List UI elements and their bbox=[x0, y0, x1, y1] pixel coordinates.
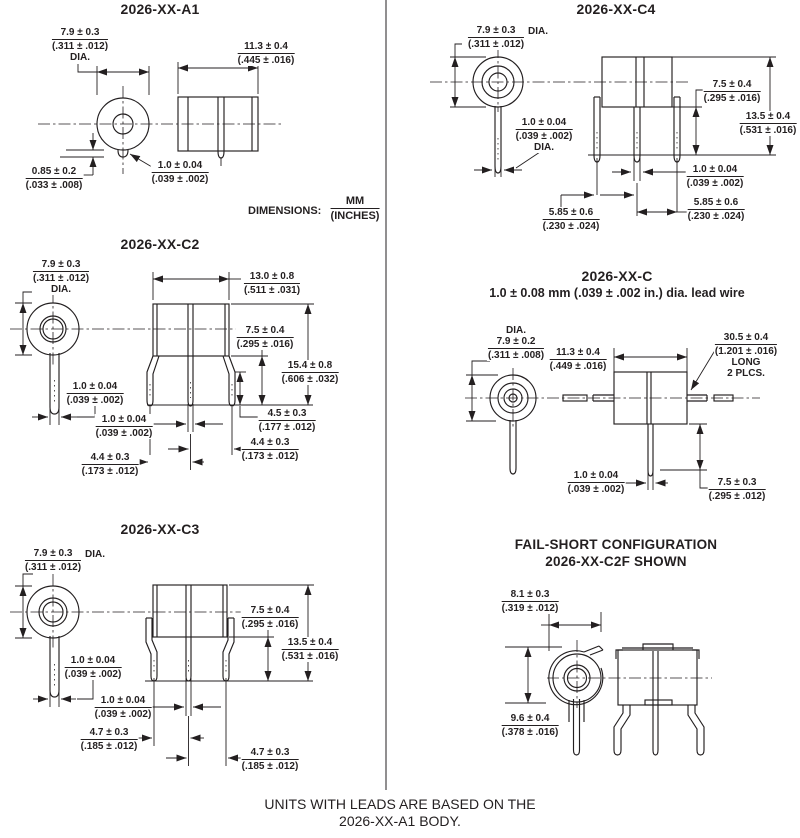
title-c3: 2026-XX-C3 bbox=[120, 521, 200, 537]
dim-a1-body-len: 11.3 ± 0.4 (.445 ± .016) bbox=[236, 41, 296, 66]
panel-c4-drawing bbox=[430, 43, 776, 216]
dim-c-lead-dia: 1.0 ± 0.04 (.039 ± .002) bbox=[566, 470, 626, 495]
dim-c4-center-lead-dia: 1.0 ± 0.04 (.039 ± .002) bbox=[685, 164, 745, 189]
dim-c3-body-dia: 7.9 ± 0.3 (.311 ± .012) DIA. bbox=[23, 548, 106, 573]
dimensions-units: MM (INCHES) bbox=[329, 195, 381, 222]
footer-note-line2: 2026-XX-A1 BODY. bbox=[339, 813, 461, 829]
dim-c2-overall-height: 15.4 ± 0.8 (.606 ± .032) bbox=[280, 360, 340, 385]
footer-note-line1: UNITS WITH LEADS ARE BASED ON THE bbox=[264, 796, 536, 812]
dim-c2-lead-spacing-left: 4.4 ± 0.3 (.173 ± .012) bbox=[80, 452, 140, 477]
panel-c3-drawing bbox=[10, 573, 314, 766]
subtitle-c: 1.0 ± 0.08 mm (.039 ± .002 in.) dia. lea… bbox=[489, 286, 745, 300]
dimensions-label: DIMENSIONS: bbox=[248, 205, 322, 217]
dim-c4-body-dia: 7.9 ± 0.3 (.311 ± .012) DIA. bbox=[466, 25, 549, 50]
dim-c4-overall-height: 13.5 ± 0.4 (.531 ± .016) bbox=[738, 111, 798, 136]
dim-c2f-clip-width: 8.1 ± 0.3 (.319 ± .012) bbox=[500, 589, 560, 614]
dim-a1-lead-protrusion: 0.85 ± 0.2 (.033 ± .008) bbox=[24, 166, 84, 191]
footer-note: UNITS WITH LEADS ARE BASED ON THE 2026-X… bbox=[264, 796, 535, 830]
dim-c2-center-lead-dia: 1.0 ± 0.04 (.039 ± .002) bbox=[94, 414, 154, 439]
title-c2f-line1: FAIL-SHORT CONFIGURATION bbox=[514, 537, 718, 552]
dim-c2-leg-length: 4.5 ± 0.3 (.177 ± .012) bbox=[257, 408, 317, 433]
dim-c2-lead-length: 7.5 ± 0.4 (.295 ± .016) bbox=[235, 325, 295, 350]
dim-c3-lead-spacing-right: 4.7 ± 0.3 (.185 ± .012) bbox=[240, 747, 300, 772]
dim-c3-center-lead-dia: 1.0 ± 0.04 (.039 ± .002) bbox=[93, 695, 153, 720]
panel-a1-drawing bbox=[38, 62, 282, 176]
dim-a1-lead-dia: 1.0 ± 0.04 (.039 ± .002) bbox=[150, 160, 210, 185]
dim-c3-lead-length: 7.5 ± 0.4 (.295 ± .016) bbox=[240, 605, 300, 630]
dim-a1-body-dia: 7.9 ± 0.3 (.311 ± .012) DIA. bbox=[50, 27, 110, 63]
title-c2f-line2: 2026-XX-C2F SHOWN bbox=[545, 554, 687, 569]
dim-c4-lead-spacing-right: 5.85 ± 0.6 (.230 ± .024) bbox=[686, 197, 746, 222]
title-c: 2026-XX-C bbox=[581, 268, 653, 284]
dim-c3-front-lead-dia: 1.0 ± 0.04 (.039 ± .002) bbox=[63, 655, 123, 680]
dim-c3-overall-height: 13.5 ± 0.4 (.531 ± .016) bbox=[280, 637, 340, 662]
dim-c-body-len: 11.3 ± 0.4 (.449 ± .016) bbox=[548, 347, 608, 372]
title-c4: 2026-XX-C4 bbox=[576, 1, 656, 17]
dim-c2-body-dia: 7.9 ± 0.3 (.311 ± .012) DIA. bbox=[31, 259, 91, 295]
dim-c3-lead-spacing-left: 4.7 ± 0.3 (.185 ± .012) bbox=[79, 727, 139, 752]
dim-c-body-dia: DIA. 7.9 ± 0.2 (.311 ± .008) bbox=[486, 325, 546, 361]
dim-c2-lead-spacing-right: 4.4 ± 0.3 (.173 ± .012) bbox=[240, 437, 300, 462]
title-c2: 2026-XX-C2 bbox=[120, 236, 200, 252]
dim-c2f-body-height: 9.6 ± 0.4 (.378 ± .016) bbox=[500, 713, 560, 738]
dim-c-axial-lead-length: 30.5 ± 0.4 (1.201 ± .016) LONG 2 PLCS. bbox=[713, 332, 779, 379]
title-a1: 2026-XX-A1 bbox=[120, 1, 200, 17]
dim-c4-lead-length: 7.5 ± 0.4 (.295 ± .016) bbox=[702, 79, 762, 104]
dim-c-center-lead-length: 7.5 ± 0.3 (.295 ± .012) bbox=[707, 477, 767, 502]
panel-c-drawing bbox=[465, 346, 760, 490]
dim-c4-lead-spacing-left: 5.85 ± 0.6 (.230 ± .024) bbox=[541, 207, 601, 232]
dim-c2-body-width: 13.0 ± 0.8 (.511 ± .031) bbox=[242, 271, 302, 296]
dim-c4-lead-dia: 1.0 ± 0.04 (.039 ± .002) DIA. bbox=[514, 117, 574, 153]
dim-c2-front-lead-dia: 1.0 ± 0.04 (.039 ± .002) bbox=[65, 381, 125, 406]
panel-c2-drawing bbox=[10, 272, 314, 470]
panel-c2f-drawing bbox=[505, 612, 712, 756]
